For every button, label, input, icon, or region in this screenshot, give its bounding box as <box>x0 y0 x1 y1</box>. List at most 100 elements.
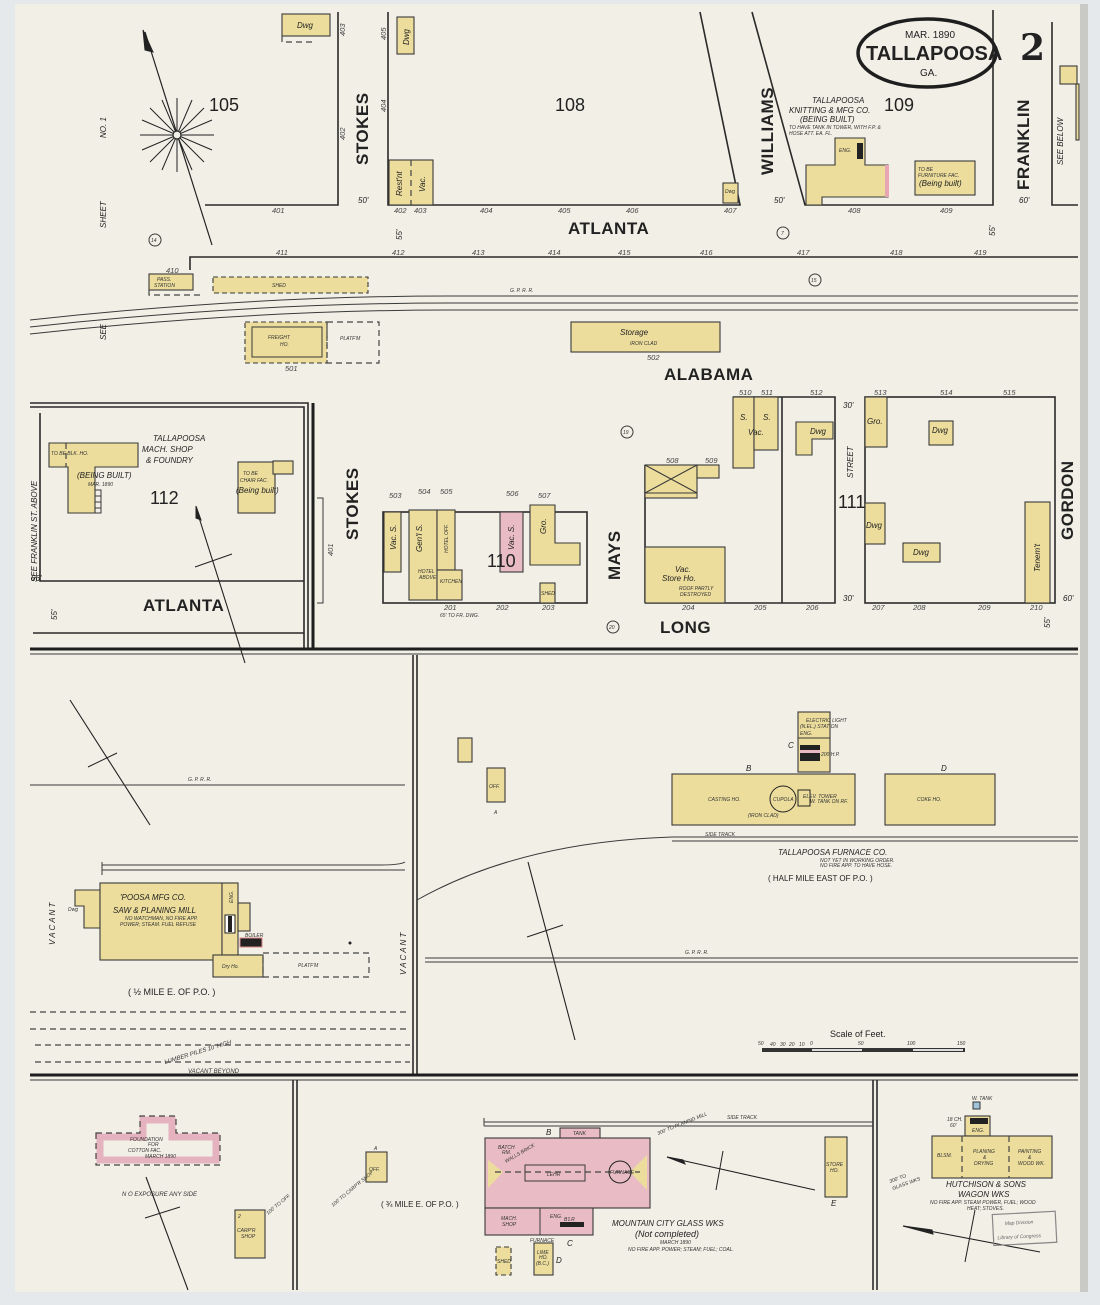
map-label: 50' <box>774 196 785 205</box>
map-label: LIME <box>537 1250 549 1256</box>
building-passenger-station <box>148 273 194 291</box>
map-linework <box>902 1225 934 1235</box>
map-linework <box>29 295 1078 321</box>
map-linework <box>30 406 305 648</box>
map-linework <box>913 1049 963 1051</box>
building-vacant-store-brick <box>499 511 524 573</box>
map-label: CARP'R <box>237 1228 256 1234</box>
map-label: A <box>373 1146 378 1152</box>
map-label: COTTON FAC. <box>128 1148 161 1154</box>
map-linework <box>348 941 352 945</box>
map-label: 413 <box>472 248 485 257</box>
library-of-congress-stamp: Map Division Library of Congress <box>991 1210 1058 1247</box>
section-dividers <box>30 647 1078 1290</box>
building-dwelling <box>902 542 941 563</box>
map-label: 404 <box>480 206 493 215</box>
map-label: FREIGHT <box>268 335 291 341</box>
building-store-house <box>644 546 726 604</box>
map-label: ( ½ MILE E. OF P.O. ) <box>128 987 215 997</box>
map-linework <box>483 1118 873 1127</box>
map-label: (Being built) <box>236 486 279 495</box>
map-linework <box>560 1222 584 1227</box>
map-linework <box>416 836 1078 901</box>
map-linework <box>526 924 564 938</box>
map-title: TALLAPOOSA <box>866 43 1002 65</box>
map-linework <box>29 302 1078 328</box>
block-number-108: 108 <box>555 95 585 115</box>
map-label: 30 <box>780 1042 786 1048</box>
map-label: 512 <box>810 388 823 397</box>
map-linework <box>228 916 232 932</box>
map-label: 402 <box>338 127 347 140</box>
map-label: E <box>831 1199 837 1208</box>
building-dwelling <box>928 420 954 446</box>
building-lime-house <box>533 1242 554 1276</box>
map-label: PLATF'M <box>340 336 361 342</box>
building-dwelling <box>396 16 415 55</box>
map-label: 514 <box>940 388 953 397</box>
map-label: 405 <box>558 206 571 215</box>
map-linework <box>102 861 406 871</box>
map-label: Dwg <box>810 427 827 436</box>
map-label: 412 <box>392 248 405 257</box>
map-label: HO. <box>280 342 289 348</box>
map-label: 65' TO FR. DWG. <box>440 613 479 619</box>
map-linework <box>87 752 118 768</box>
map-label: 66' <box>31 574 42 583</box>
block-111-east-outline <box>864 396 1056 604</box>
map-label: 50 <box>758 1041 764 1047</box>
map-linework <box>29 309 1078 335</box>
map-label: Gro. <box>539 518 548 534</box>
map-label: Dry Ho. <box>222 964 239 970</box>
map-label: 419 <box>974 248 987 257</box>
building-grocery <box>529 504 581 566</box>
map-label: ( ¾ MILE E. OF P.O. ) <box>381 1200 459 1209</box>
map-linework <box>205 12 339 206</box>
map-label: NO WATCHMAN, NO FIRE APP. <box>125 916 198 922</box>
block-110-outline <box>382 511 588 604</box>
map-linework <box>95 1115 221 1166</box>
map-label: ABOVE <box>418 575 437 581</box>
map-label: 60' <box>1019 196 1030 205</box>
map-label: 418 <box>890 248 903 257</box>
building-chair-factory <box>237 461 276 514</box>
map-label: 300' TO <box>889 1173 908 1185</box>
building-store-house <box>824 1136 848 1198</box>
street-stokes-mid: STOKES <box>343 467 362 540</box>
building-casting-house <box>671 773 856 826</box>
map-label: Vac. S. <box>389 525 398 551</box>
map-linework <box>488 1160 503 1188</box>
map-label: 14 <box>151 238 157 244</box>
map-label: 2 <box>237 1214 241 1220</box>
map-linework <box>524 1164 586 1182</box>
street-unnamed-label: STREET <box>846 445 855 478</box>
map-label: 510 <box>739 388 752 397</box>
map-label: FURNACE <box>610 1170 635 1176</box>
map-label: 208 <box>912 603 926 612</box>
top-street-lines <box>189 10 1078 270</box>
north-arrow-icon <box>902 1209 1041 1263</box>
map-linework <box>148 233 162 247</box>
map-label: 409 <box>940 206 953 215</box>
map-label: 202 <box>495 603 509 612</box>
map-label: Vac. <box>748 428 764 437</box>
map-linework <box>644 464 698 494</box>
hydrant-19: 19 <box>620 425 634 439</box>
building-vacant-store <box>383 511 402 573</box>
block-number-111: 111 <box>838 492 865 512</box>
building-general-store <box>408 509 438 601</box>
map-label: BOILER <box>245 933 264 939</box>
map-label: TO BE <box>243 471 259 477</box>
map-label: 30' <box>843 594 854 603</box>
map-label: 206 <box>805 603 819 612</box>
map-label: 507 <box>538 491 551 500</box>
map-label: 204 <box>681 603 695 612</box>
map-linework <box>317 497 324 604</box>
map-label: MAR. 1890 <box>88 482 113 488</box>
map-label: SHED <box>272 283 286 289</box>
street-stokes-top: STOKES <box>353 92 372 165</box>
map-label: COKE HO. <box>917 797 941 803</box>
map-label: 55' <box>1043 617 1052 628</box>
map-label: 501 <box>285 364 298 373</box>
